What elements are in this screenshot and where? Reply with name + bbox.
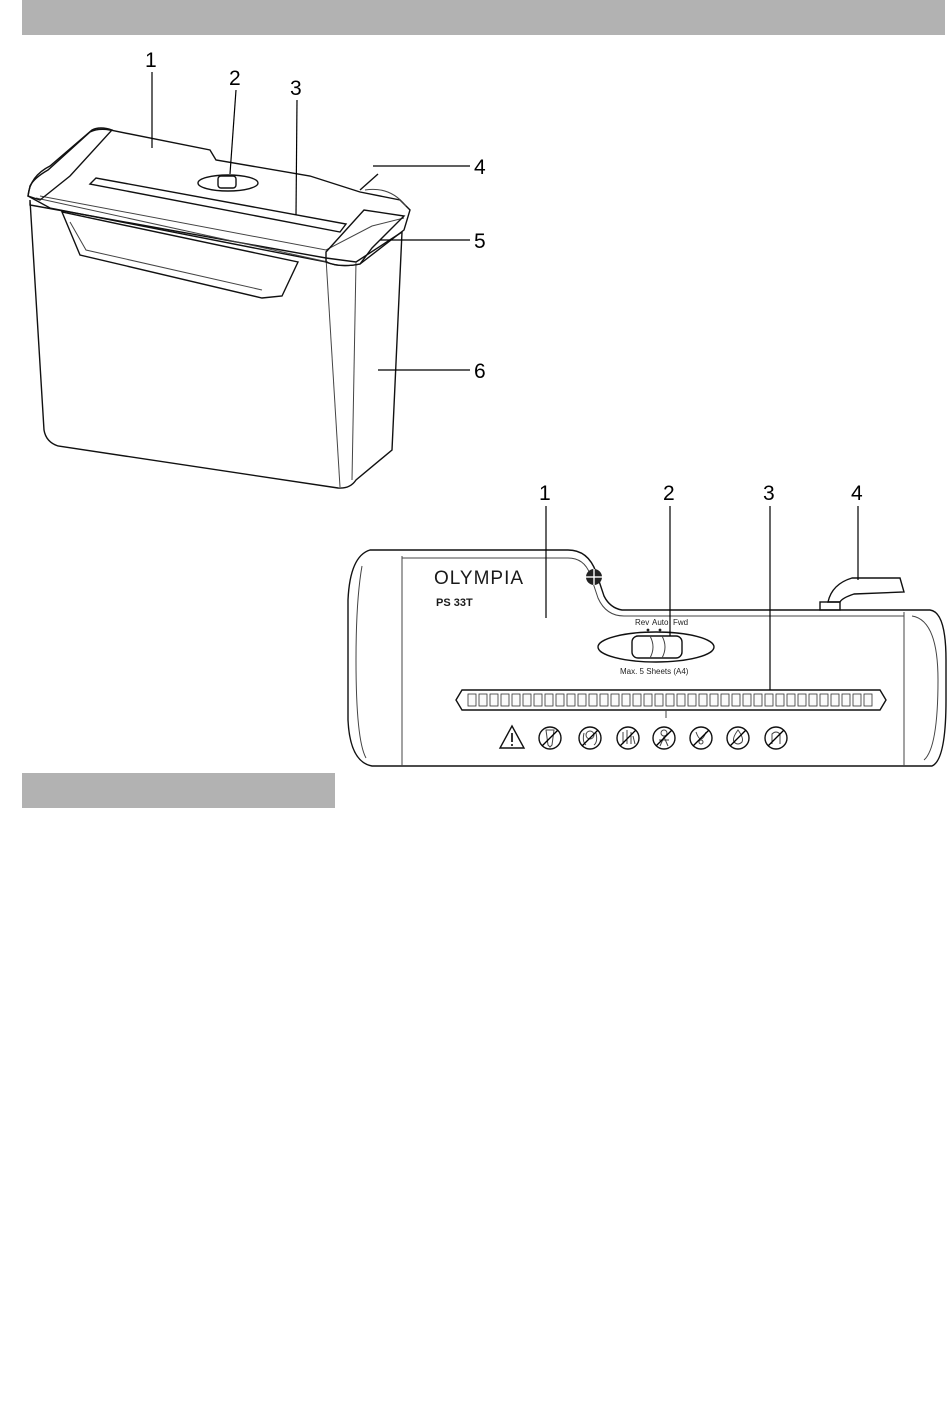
cutter-tooth bbox=[743, 694, 751, 706]
callout-2: 2 bbox=[663, 482, 675, 505]
cutter-tooth bbox=[545, 694, 553, 706]
cutter-tooth bbox=[479, 694, 487, 706]
cutter-tooth bbox=[776, 694, 784, 706]
cutter-tooth bbox=[699, 694, 707, 706]
cutter-tooth bbox=[501, 694, 509, 706]
waste-bin bbox=[30, 200, 402, 488]
cutter-tooth bbox=[765, 694, 773, 706]
cutter-tooth bbox=[578, 694, 586, 706]
cutter-tooth bbox=[732, 694, 740, 706]
cutter-tooth bbox=[809, 694, 817, 706]
switch-label-fwd: Fwd bbox=[673, 618, 688, 627]
top-view: OLYMPIA PS 33T Rev Auto Fwd Max. 5 Sheet… bbox=[348, 482, 946, 766]
callout-6: 6 bbox=[474, 360, 486, 383]
cutter-tooth bbox=[688, 694, 696, 706]
cutter-tooth bbox=[754, 694, 762, 706]
cutter-tooth bbox=[677, 694, 685, 706]
no-hand-icon bbox=[617, 727, 639, 749]
power-cable bbox=[360, 174, 378, 190]
cutter-tooth bbox=[820, 694, 828, 706]
cutter-tooth bbox=[864, 694, 872, 706]
cutter-tooth bbox=[655, 694, 663, 706]
cutter-tooth bbox=[600, 694, 608, 706]
bin-window bbox=[62, 212, 298, 298]
on-off-switch: Rev Auto Fwd Max. 5 Sheets (A4) bbox=[598, 618, 714, 676]
no-child-icon bbox=[653, 727, 675, 749]
cutter-tooth bbox=[490, 694, 498, 706]
cutter-tooth bbox=[468, 694, 476, 706]
cutter-tooth bbox=[842, 694, 850, 706]
cutter-tooth bbox=[622, 694, 630, 706]
switch-label-auto: Auto bbox=[652, 618, 669, 627]
capacity-label: Max. 5 Sheets (A4) bbox=[620, 667, 689, 676]
perspective-view: 1 2 3 4 5 6 bbox=[28, 49, 486, 488]
olympia-emblem-icon bbox=[586, 569, 602, 585]
callout-3: 3 bbox=[290, 77, 302, 100]
no-liquid-icon bbox=[727, 727, 749, 749]
no-jewelry-icon bbox=[690, 727, 712, 749]
cutter-tooth bbox=[633, 694, 641, 706]
cutter-tooth bbox=[589, 694, 597, 706]
cutter-tooth bbox=[567, 694, 575, 706]
no-tie-icon bbox=[539, 727, 561, 749]
callout-4: 4 bbox=[851, 482, 863, 505]
callout-2: 2 bbox=[229, 67, 241, 90]
cutter-tooth bbox=[512, 694, 520, 706]
warning-icons-row bbox=[500, 726, 787, 749]
cutter-tooth bbox=[611, 694, 619, 706]
callout-3: 3 bbox=[763, 482, 775, 505]
warning-triangle-icon bbox=[500, 726, 524, 748]
callout-1: 1 bbox=[539, 482, 551, 505]
cutter-tooth bbox=[787, 694, 795, 706]
model-label: PS 33T bbox=[436, 597, 473, 609]
no-hair-icon bbox=[579, 727, 601, 749]
cutter-tooth bbox=[721, 694, 729, 706]
cutter-tooth bbox=[710, 694, 718, 706]
power-cable bbox=[820, 578, 904, 610]
cutter-tooth bbox=[853, 694, 861, 706]
cutter-tooth bbox=[666, 694, 674, 706]
brand-logo-text: OLYMPIA bbox=[434, 568, 524, 589]
no-finger-icon bbox=[765, 727, 787, 749]
paper-slot bbox=[456, 690, 886, 718]
callout-4: 4 bbox=[474, 156, 486, 179]
switch-label-rev: Rev bbox=[635, 618, 649, 627]
callout-5: 5 bbox=[474, 230, 486, 253]
cutter-tooth bbox=[831, 694, 839, 706]
cutter-tooth bbox=[556, 694, 564, 706]
cutter-tooth bbox=[644, 694, 652, 706]
cutter-tooth bbox=[523, 694, 531, 706]
cutter-tooth bbox=[534, 694, 542, 706]
cutter-tooth bbox=[798, 694, 806, 706]
callout-1: 1 bbox=[145, 49, 157, 72]
